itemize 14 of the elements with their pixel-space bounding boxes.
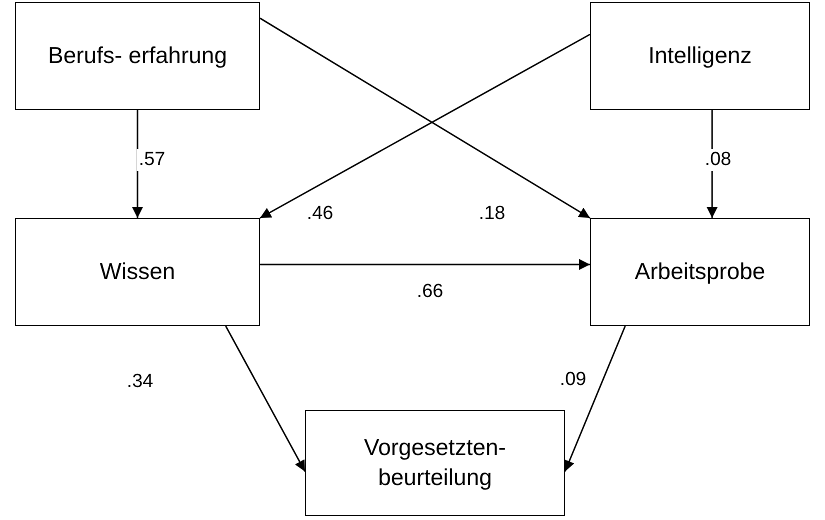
- arrow: [225, 326, 306, 472]
- variable-box: [590, 2, 810, 110]
- variable-box: [590, 218, 810, 326]
- path-coefficient: .57: [136, 149, 168, 171]
- variable-label: Wissen: [100, 257, 176, 286]
- variable-label: Intelligenz: [648, 41, 752, 70]
- arrow: [260, 258, 590, 270]
- variable-label: Vorgesetzten- beurteilung: [363, 433, 507, 492]
- arrow: [564, 326, 626, 472]
- variable-box: [15, 2, 260, 110]
- variable-box: [305, 410, 565, 516]
- variable-label: Arbeitsprobe: [634, 257, 766, 286]
- variable-label: Berufs- erfahrung: [48, 41, 227, 70]
- variable-box: [15, 218, 260, 326]
